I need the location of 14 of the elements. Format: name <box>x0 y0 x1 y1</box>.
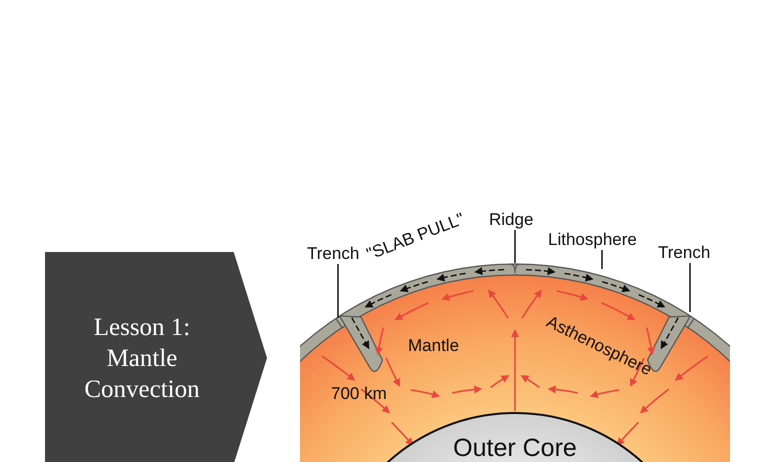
force-label: "SLAB PULL" <box>364 209 467 264</box>
core-label: Outer Core <box>453 434 577 462</box>
lesson-title: Lesson 1: Mantle Convection <box>83 312 201 404</box>
leader-line <box>601 250 603 269</box>
part-label: Trench <box>658 243 710 262</box>
leader-line <box>337 264 339 318</box>
depth-label: 700 km <box>331 384 387 403</box>
chevron-banner <box>45 252 267 462</box>
layer-label: Mantle <box>408 336 460 355</box>
part-label: Trench <box>307 244 360 263</box>
part-label: Ridge <box>489 210 534 229</box>
part-label: Lithosphere <box>548 230 637 249</box>
leader-line <box>689 263 691 312</box>
leader-line <box>514 230 516 263</box>
